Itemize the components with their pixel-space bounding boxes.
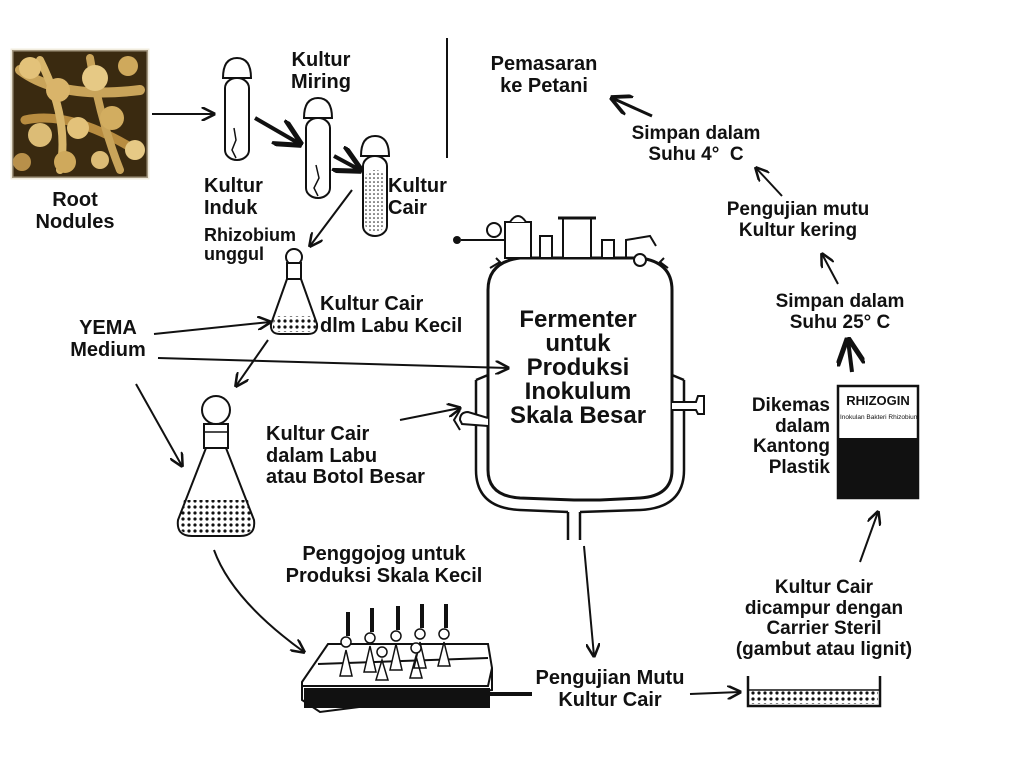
label-dikemas: Dikemas dalam Kantong Plastik (751, 395, 830, 478)
arrow-tray-to-package (859, 512, 878, 563)
flow-arrows (135, 98, 878, 694)
arrow-large-flask-to-shaker (213, 549, 304, 652)
arrow-yema-to-fermenter (157, 357, 508, 368)
package-subtitle: Inokulan Bakteri Rhizobium (840, 414, 920, 421)
arrow-miring-to-cair (334, 156, 360, 170)
test-tube-kultur-induk (221, 56, 253, 161)
fermenter-tank (452, 215, 705, 540)
arrow-simpan25-to-pengujian (822, 254, 839, 285)
package-brand: RHIZOGIN (846, 393, 910, 408)
label-pengujian-mutu-cair: Pengujian Mutu Kultur Cair (535, 667, 685, 711)
arrow-fermenter-to-testing (583, 545, 594, 656)
test-tube-kultur-miring (302, 96, 334, 199)
root-nodules-image (10, 48, 150, 180)
arrow-yema-to-small-flask (153, 322, 270, 335)
label-pengujian-mutu-kering: Pengujian mutu Kultur kering (726, 199, 870, 241)
label-kultur-cair: Kultur Cair (388, 175, 447, 219)
rhizogin-package (836, 384, 920, 500)
arrow-simpan4-to-pemasaran (612, 98, 653, 118)
label-kultur-cair-labu-besar: Kultur Cair dalam Labu atau Botol Besar (266, 423, 425, 489)
label-kultur-induk: Kultur Induk (204, 175, 263, 219)
arrow-yema-to-large-flask (135, 383, 182, 466)
arrow-large-flask-to-fermenter (399, 408, 460, 421)
label-penggojog: Penggojog untuk Produksi Skala Kecil (285, 543, 483, 587)
mixing-tray (746, 676, 882, 708)
arrow-small-to-large-flask (236, 339, 269, 386)
arrow-induk-to-miring (253, 116, 300, 144)
label-simpan-25: Simpan dalam Suhu 25° C (775, 291, 905, 333)
test-tube-kultur-cair (359, 134, 391, 237)
label-rhizobium-unggul: Rhizobium unggul (204, 225, 296, 265)
label-dicampur-carrier: Kultur Cair dicampur dengan Carrier Ster… (735, 577, 913, 660)
large-flask (176, 395, 256, 537)
arrow-cair-to-small-flask (310, 189, 353, 246)
label-kultur-cair-labu-kecil: Kultur Cair dlm Labu Kecil (320, 293, 463, 337)
label-yema-medium: YEMA Medium (70, 317, 146, 361)
arrow-package-to-simpan25 (848, 340, 852, 373)
shaker (301, 604, 493, 714)
label-root-nodules: Root Nodules (35, 189, 115, 233)
arrow-pengujian-to-simpan4 (756, 168, 783, 197)
label-pemasaran: Pemasaran ke Petani (490, 53, 598, 97)
label-kultur-miring: Kultur Miring (291, 49, 351, 93)
arrow-testing-to-tray (689, 692, 740, 694)
label-simpan-4: Simpan dalam Suhu 4° C (631, 123, 761, 165)
label-fermenter: Fermenter untuk Produksi Inokulum Skala … (509, 306, 647, 429)
